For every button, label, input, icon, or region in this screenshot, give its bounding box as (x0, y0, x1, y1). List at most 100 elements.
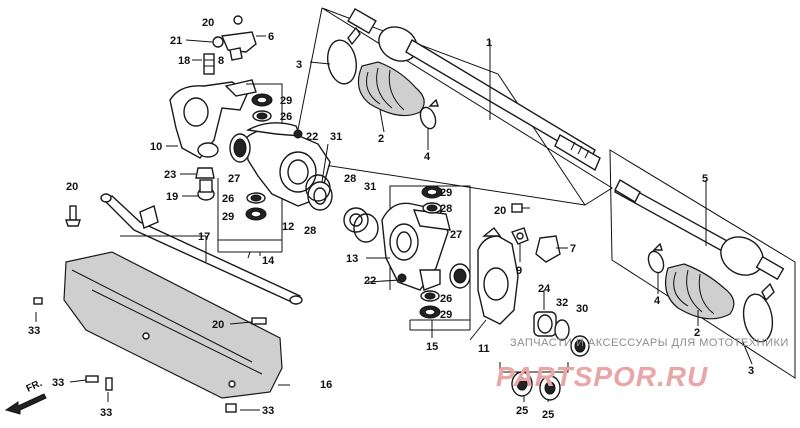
label-part-10: 10 (150, 141, 162, 153)
knuckle-11 (477, 227, 519, 325)
cv-boot-left (357, 61, 425, 117)
label-part-31: 31 (364, 181, 376, 193)
label-part-26: 26 (222, 193, 234, 205)
watermark: ЗАПЧАСТИ И АКСЕССУАРЫ ДЛЯ МОТОТЕХНИКИ PA… (496, 337, 789, 392)
label-part-4: 4 (424, 151, 431, 163)
label-part-20: 20 (66, 181, 78, 193)
knuckle-13-frame (389, 185, 471, 321)
bolt-33-b (85, 375, 99, 383)
label-part-7: 7 (570, 243, 576, 255)
label-part-20: 20 (494, 205, 506, 217)
label-part-25: 25 (542, 409, 554, 421)
label-part-32: 32 (556, 297, 568, 309)
seal-28-c (422, 202, 442, 214)
label-part-30: 30 (576, 303, 588, 315)
label-part-14: 14 (262, 255, 275, 267)
knuckle-left-group (169, 15, 257, 201)
label-part-20: 20 (212, 319, 224, 331)
driveshaft-left (347, 7, 601, 172)
watermark-logo: PARTSPOR.RU (496, 361, 708, 392)
bolt-20-right (511, 203, 530, 213)
nut-23 (195, 167, 215, 179)
label-part-11: 11 (478, 343, 490, 355)
skid-plate-16 (63, 251, 283, 399)
seal-29-c2 (419, 305, 441, 319)
bearing-28-left (307, 181, 333, 211)
label-part-16: 16 (320, 379, 332, 391)
label-part-29: 29 (280, 95, 292, 107)
label-part-20: 20 (202, 17, 214, 29)
label-part-12: 12 (282, 221, 294, 233)
label-part-23: 23 (164, 169, 176, 181)
label-part-26: 26 (440, 293, 452, 305)
boot-band-right-large (742, 282, 775, 343)
label-part-25: 25 (516, 405, 528, 417)
bolt-33-d (225, 403, 237, 413)
label-part-29: 29 (222, 211, 234, 223)
seal-26-upper (252, 110, 272, 122)
bolt-20-skid-top (65, 205, 81, 227)
label-part-6: 6 (268, 31, 274, 43)
knuckle-13-group (343, 185, 471, 331)
knuckle-10 (169, 79, 257, 159)
label-part-27: 27 (228, 173, 240, 185)
label-part-33: 33 (100, 407, 112, 419)
label-part-17: 17 (198, 231, 210, 243)
label-part-2: 2 (378, 133, 384, 145)
label-part-24: 24 (538, 283, 551, 295)
seal-30 (570, 335, 590, 357)
seal-29-lower (245, 207, 267, 221)
watermark-text: ЗАПЧАСТИ И АКСЕССУАРЫ ДЛЯ МОТОТЕХНИКИ (510, 337, 789, 349)
bolt-20-skid-mid (251, 317, 267, 325)
label-part-13: 13 (346, 253, 358, 265)
front-direction-marker: FR. (4, 378, 47, 415)
label-part-22: 22 (306, 131, 318, 143)
seal-26-lower (246, 192, 266, 204)
knuckle-14-group (217, 83, 333, 253)
label-part-28: 28 (440, 203, 452, 215)
knuckle-13 (381, 202, 451, 291)
label-part-33: 33 (262, 405, 274, 417)
label-part-29: 29 (440, 309, 452, 321)
driveshaft-right-group (609, 149, 796, 379)
label-part-33: 33 (52, 377, 64, 389)
seal-27-left (229, 133, 251, 163)
stabilizer-rod-17 (100, 193, 303, 305)
label-part-28: 28 (304, 225, 316, 237)
driveshaft-right-frame (609, 149, 796, 379)
bearing-25b (539, 375, 561, 401)
label-part-3: 3 (748, 365, 754, 377)
driveshaft-left-group (291, 7, 613, 206)
label-part-1: 1 (486, 37, 492, 49)
knuckle-11-group (477, 203, 590, 401)
label-part-26: 26 (280, 111, 292, 123)
label-part-22: 22 (364, 275, 376, 287)
label-part-2: 2 (694, 327, 700, 339)
part-labels: 1 2 2 3 3 4 4 5 6 7 8 9 10 11 12 13 14 1… (28, 17, 754, 421)
seal-26-c (420, 290, 440, 302)
nut-22-upper (293, 129, 303, 139)
label-part-5: 5 (702, 173, 708, 185)
bracket-6 (212, 15, 257, 61)
fasteners (33, 205, 267, 413)
bolt-18 (203, 53, 215, 75)
seal-27-center (449, 263, 471, 289)
label-part-29: 29 (440, 187, 452, 199)
leader-lines (35, 35, 753, 411)
label-part-18: 18 (178, 55, 190, 67)
boot-band-left-large (326, 26, 361, 85)
clip-9 (511, 227, 529, 245)
label-part-28: 28 (344, 173, 356, 185)
nut-22-center (397, 273, 407, 283)
boot-band-left-small (419, 98, 439, 130)
boot-band-right-small (647, 242, 665, 274)
label-part-3: 3 (296, 59, 302, 71)
label-part-8: 8 (218, 55, 224, 67)
driveshaft-left-frame (321, 7, 613, 206)
knuckle-12 (245, 122, 331, 207)
label-part-31: 31 (330, 131, 342, 143)
label-part-27: 27 (450, 229, 462, 241)
seal-29-upper (251, 93, 273, 107)
bolt-33-a (33, 297, 43, 305)
